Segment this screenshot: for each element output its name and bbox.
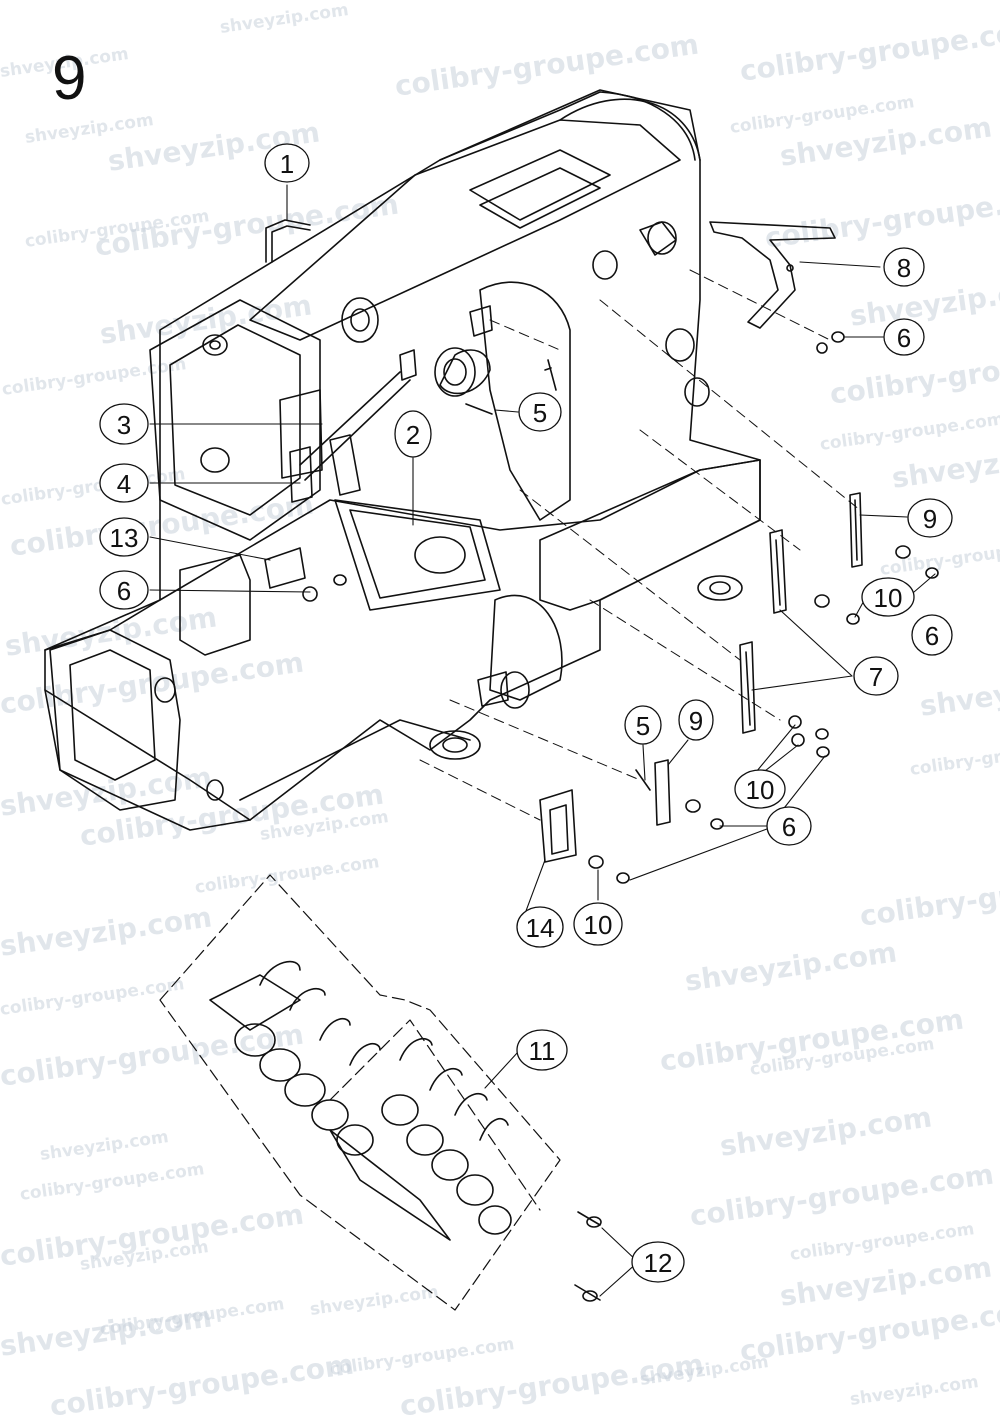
callout-label: 2 (406, 420, 420, 450)
leader-lines (149, 184, 936, 1297)
callout-9: 9 (678, 699, 714, 741)
callout-label: 6 (925, 621, 939, 651)
thread-guides (539, 492, 863, 863)
callout-14: 14 (516, 906, 564, 948)
callout-label: 14 (526, 913, 555, 943)
callout-circle (264, 143, 310, 183)
callout-label: 13 (110, 523, 139, 553)
callout-circle (907, 498, 953, 538)
callout-10: 10 (734, 769, 786, 809)
callout-label: 12 (644, 1248, 673, 1278)
callout-label: 10 (874, 583, 903, 613)
callout-label: 6 (782, 812, 796, 842)
callout-label: 7 (869, 662, 883, 692)
callout-label: 11 (529, 1036, 556, 1066)
callout-label: 10 (584, 910, 613, 940)
callout-circle (516, 1029, 568, 1071)
callout-label: 5 (636, 711, 650, 741)
callout-11: 11 (516, 1029, 568, 1071)
callout-13: 13 (99, 517, 149, 557)
callout-4: 4 (99, 463, 149, 503)
tension-knobs (209, 960, 512, 1241)
callout-circle (394, 410, 432, 458)
callout-label: 3 (117, 410, 131, 440)
callout-6: 6 (883, 318, 925, 356)
callout-circle (99, 463, 149, 503)
callout-9: 9 (907, 498, 953, 538)
callout-5: 5 (518, 392, 562, 432)
callout-label: 4 (117, 469, 131, 499)
part-11-assembly (159, 874, 602, 1311)
callout-circle (853, 656, 899, 696)
parts-2-3-4 (264, 371, 411, 589)
callout-label: 6 (117, 576, 131, 606)
explode-lines (419, 269, 861, 821)
callout-8: 8 (883, 247, 925, 287)
callout-circle (624, 705, 662, 745)
part-1-wire (265, 219, 311, 263)
callout-circle (99, 517, 149, 557)
callout-label: 6 (897, 323, 911, 353)
callout-12: 12 (631, 1241, 685, 1283)
part-8-bracket (709, 221, 836, 329)
machine-frame (44, 89, 761, 831)
callout-circle (99, 570, 149, 610)
callout-2: 2 (394, 410, 432, 458)
callout-label: 9 (689, 706, 703, 736)
callout-7: 7 (853, 656, 899, 696)
callout-6: 6 (99, 570, 149, 610)
callout-circle (734, 769, 786, 809)
callout-6: 6 (766, 806, 812, 846)
callout-label: 8 (897, 253, 911, 283)
callout-circle (883, 318, 925, 356)
callout-3: 3 (99, 403, 149, 445)
callout-label: 9 (923, 504, 937, 534)
callout-6: 6 (911, 614, 953, 656)
callout-circle (99, 403, 149, 445)
callout-5: 5 (624, 705, 662, 745)
callout-circle (518, 392, 562, 432)
callout-circle (911, 614, 953, 656)
callout-10: 10 (861, 577, 915, 617)
callout-circle (631, 1241, 685, 1283)
callout-circle (678, 699, 714, 741)
callout-label: 5 (533, 398, 547, 428)
callout-label: 10 (746, 775, 775, 805)
callout-10: 10 (573, 902, 623, 946)
callout-circle (861, 577, 915, 617)
callout-circle (573, 902, 623, 946)
callout-circle (883, 247, 925, 287)
callout-circle (516, 906, 564, 948)
screws-and-washers (302, 331, 939, 884)
callout-circle (766, 806, 812, 846)
callout-1: 1 (264, 143, 310, 183)
callout-label: 1 (280, 149, 294, 179)
page-number: 9 (52, 44, 87, 113)
